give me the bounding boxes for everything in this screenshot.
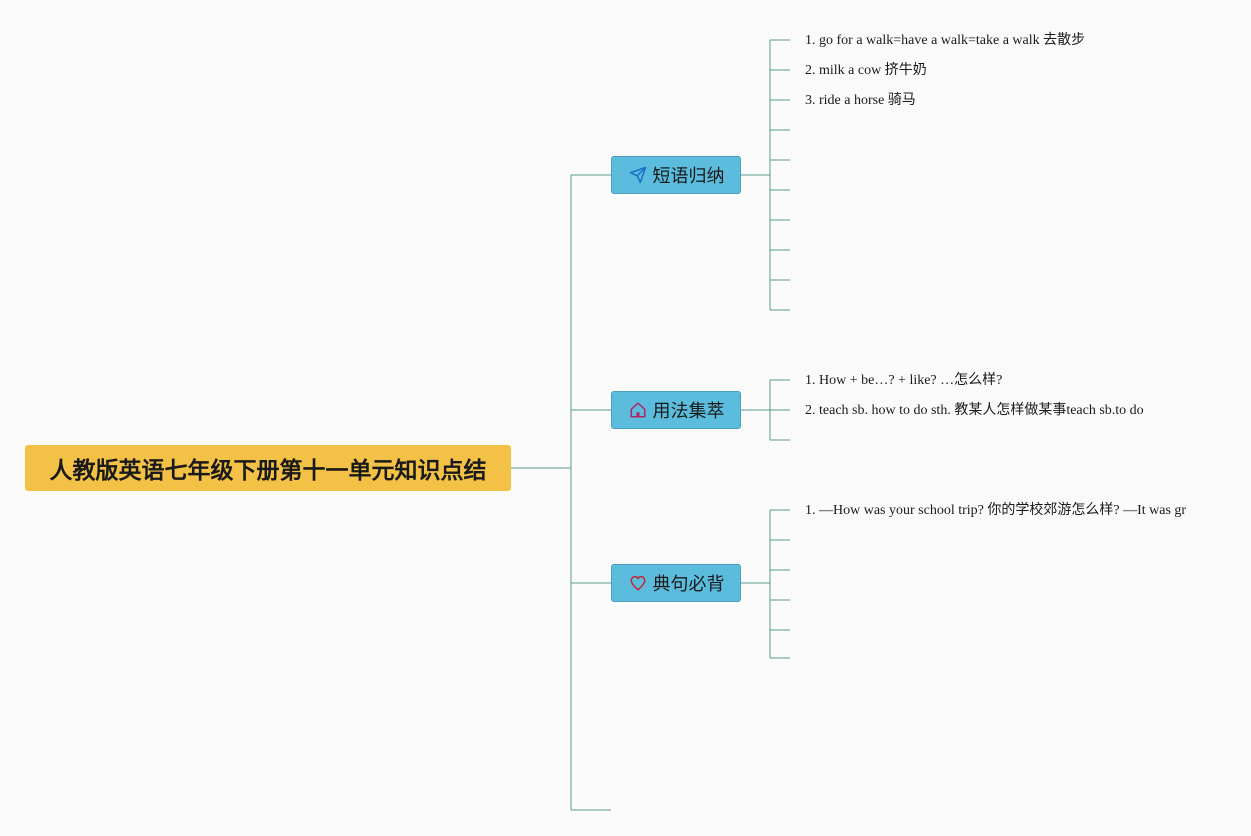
branch-node-sentences[interactable]: 典句必背 bbox=[611, 564, 741, 602]
paper-plane-icon bbox=[628, 165, 648, 185]
branch-label: 用法集萃 bbox=[652, 401, 725, 422]
leaf-item[interactable]: 2. milk a cow 挤牛奶 bbox=[805, 63, 927, 78]
leaf-item[interactable]: 1. How + be…? + like? …怎么样? bbox=[805, 373, 1003, 388]
branch-node-usage[interactable]: 用法集萃 bbox=[611, 391, 741, 429]
heart-icon bbox=[628, 573, 648, 593]
branch-label: 典句必背 bbox=[652, 574, 725, 595]
root-title: 人教版英语七年级下册第十一单元知识点结 bbox=[49, 458, 487, 484]
branch-label: 短语归纳 bbox=[652, 166, 725, 187]
leaf-item[interactable]: 1. go for a walk=have a walk=take a walk… bbox=[805, 33, 1086, 48]
branch-node-phrases[interactable]: 短语归纳 bbox=[611, 156, 741, 194]
root-node[interactable]: 人教版英语七年级下册第十一单元知识点结 bbox=[25, 445, 511, 491]
home-icon bbox=[628, 400, 648, 420]
leaf-item[interactable]: 3. ride a horse 骑马 bbox=[805, 93, 916, 108]
leaf-item[interactable]: 2. teach sb. how to do sth. 教某人怎样做某事teac… bbox=[805, 403, 1144, 418]
leaf-item[interactable]: 1. —How was your school trip? 你的学校郊游怎么样?… bbox=[805, 503, 1187, 518]
